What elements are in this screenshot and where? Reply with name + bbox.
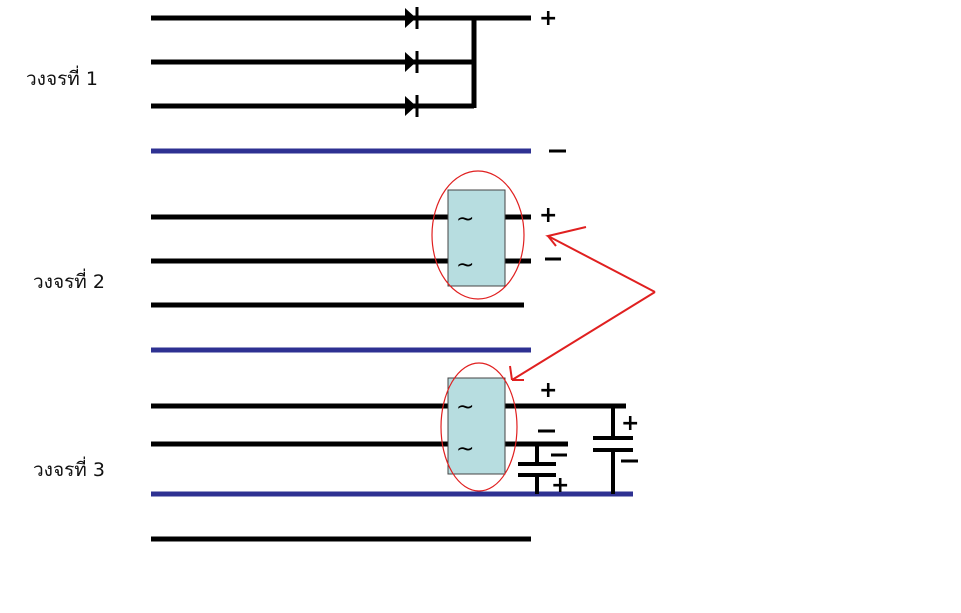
circuit-2-label: วงจรที่ 2 — [33, 268, 105, 293]
diode-3 — [405, 95, 419, 117]
arrow-head — [509, 365, 513, 381]
plus-sign: + — [539, 203, 557, 228]
highlight-circle — [440, 362, 518, 492]
capacitor-large: + — [593, 408, 639, 494]
arrow-head — [547, 235, 557, 247]
arrow-to-circuit-3 — [511, 291, 656, 381]
rectifier-box — [447, 377, 506, 475]
highlight-arrows — [509, 226, 656, 381]
plus-sign: + — [539, 378, 557, 403]
circuit-3: วงจรที่ 3 ~ ~ + + + — [33, 362, 639, 542]
arrow-to-circuit-2 — [545, 226, 656, 293]
ac-symbol: ~ — [456, 253, 474, 278]
ac-symbol: ~ — [456, 395, 474, 420]
circuit-1-label: วงจรที่ 1 — [26, 65, 98, 90]
plus-sign: + — [539, 6, 557, 31]
diode-2 — [405, 51, 419, 73]
diode-1 — [405, 7, 419, 29]
rectifier-box — [447, 189, 506, 287]
capacitor-small: + — [518, 446, 569, 498]
plus-sign: + — [551, 473, 569, 498]
circuit-2: วงจรที่ 2 ~ ~ + — [33, 170, 561, 353]
circuit-3-label: วงจรที่ 3 — [33, 456, 105, 481]
ac-symbol: ~ — [456, 207, 474, 232]
highlight-circle — [431, 170, 525, 300]
plus-sign: + — [621, 411, 639, 436]
circuit-1: วงจรที่ 1 + — [26, 6, 566, 154]
ac-symbol: ~ — [456, 437, 474, 462]
